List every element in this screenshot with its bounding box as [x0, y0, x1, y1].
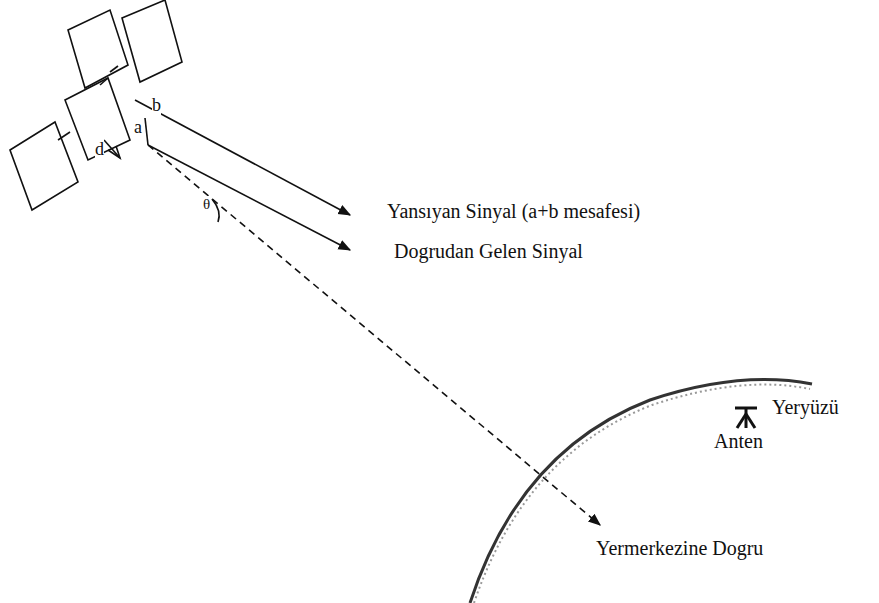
signal-label: Dogrudan Gelen Sinyal	[392, 240, 585, 262]
earth-surface	[470, 380, 812, 603]
surface-label: Yeryüzü	[770, 396, 841, 418]
signal-label: Yansıyan Sinyal (a+b mesafesi)	[385, 200, 642, 222]
part-letter: d	[95, 140, 104, 160]
solar-panels	[10, 0, 182, 210]
signal-lines	[104, 100, 600, 525]
antenna-symbol	[735, 408, 757, 428]
part-letter: a	[134, 118, 142, 138]
angle-symbol: θ	[203, 196, 210, 213]
direction-label: Yermerkezine Dogru	[594, 537, 765, 559]
antenna-label: Anten	[712, 430, 765, 452]
part-letter: b	[152, 96, 161, 116]
